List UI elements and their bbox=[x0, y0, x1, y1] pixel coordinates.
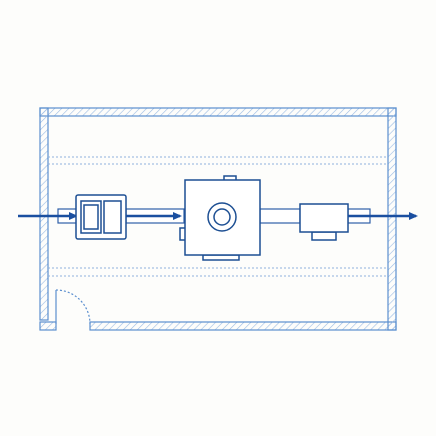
intake-unit bbox=[75, 194, 127, 240]
room-walls bbox=[39, 107, 397, 331]
outlet-unit bbox=[299, 203, 349, 241]
door-swing bbox=[55, 289, 91, 325]
central-unit bbox=[179, 175, 261, 261]
guide-lines bbox=[48, 156, 388, 277]
